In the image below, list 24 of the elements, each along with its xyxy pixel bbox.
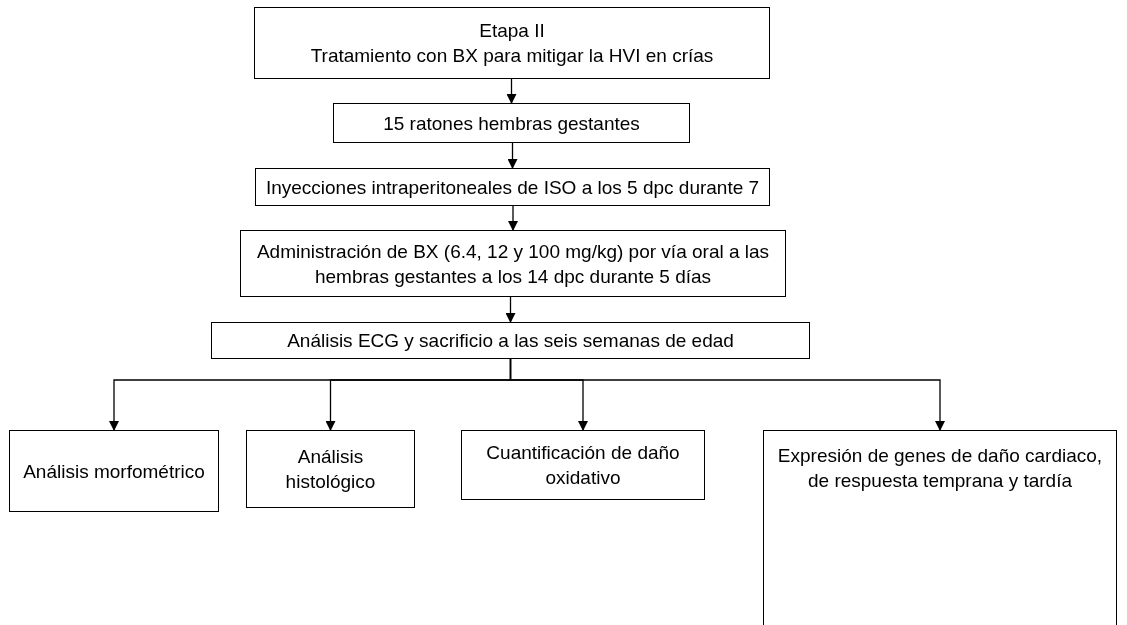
- box-text: 15 ratones hembras gestantes: [383, 111, 640, 136]
- process-box: [211, 322, 810, 359]
- process-box: [240, 230, 786, 297]
- box-text: Análisis histológico: [284, 445, 377, 494]
- arrow: [508, 205, 518, 231]
- process-box: [254, 7, 770, 79]
- arrow: [506, 78, 517, 104]
- process-box: [461, 430, 705, 500]
- box-text: Expresión de genes de daño cardiaco, de respuesta temprana y tardía: [776, 444, 1104, 493]
- box-text: Tratamiento con BX para mitigar la HVI en crías: [310, 44, 714, 68]
- box-text: Análisis morfométrico: [23, 459, 205, 484]
- arrow: [509, 358, 945, 431]
- box-text: Análisis ECG y sacrificio a las seis semanas de edad: [287, 329, 734, 353]
- process-box: [9, 430, 219, 512]
- process-box: [763, 430, 1117, 625]
- process-box: [246, 430, 415, 508]
- box-text: Cuantificación de daño oxidativo: [485, 441, 681, 490]
- arrow: [507, 142, 518, 169]
- arrow: [505, 296, 516, 323]
- box-text: Administración de BX (6.4, 12 y 100 mg/kg) por vía oral a las hembras gestantes a los 14 dpc durante 5 días: [255, 239, 771, 289]
- box-text: Inyecciones intraperitoneales de ISO a los 5 dpc durante 7: [265, 175, 760, 200]
- process-box: [255, 168, 770, 206]
- box-heading: Etapa II: [479, 19, 545, 43]
- process-box: [333, 103, 690, 143]
